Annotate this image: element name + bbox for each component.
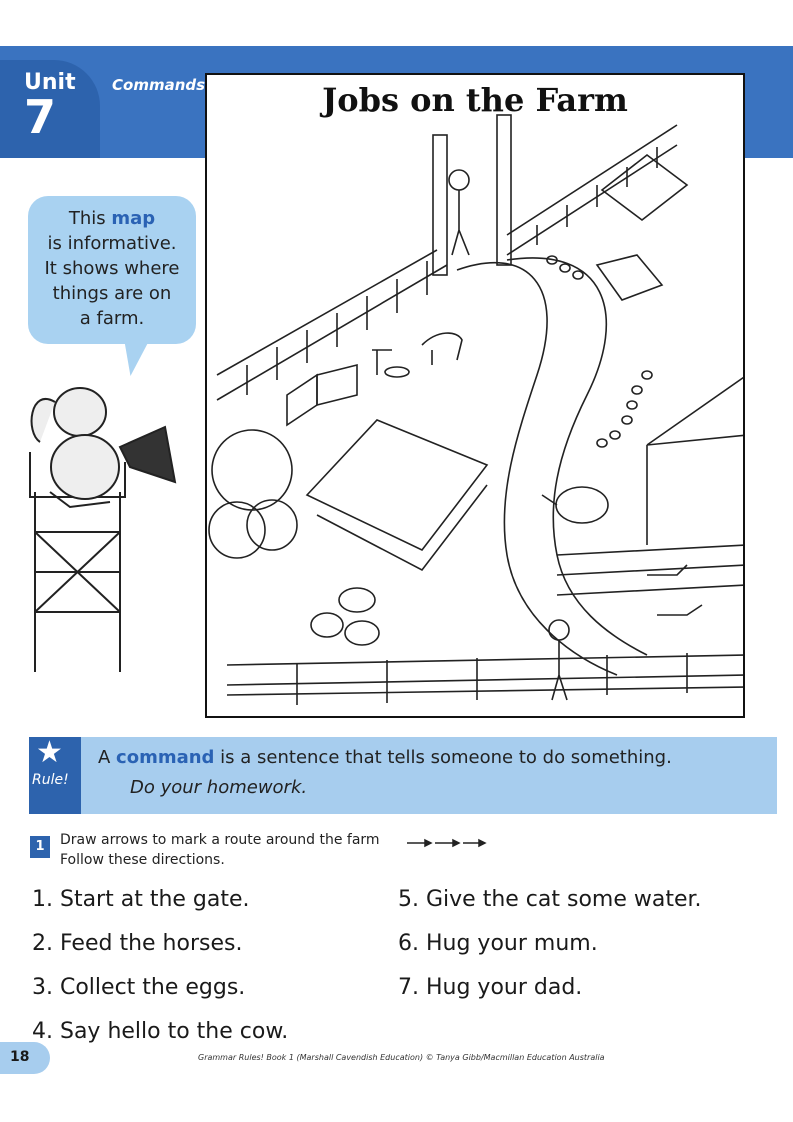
list-item: 2. Feed the horses. <box>32 931 243 956</box>
rule-example: Do your homework. <box>130 777 308 798</box>
route-arrows-icon <box>407 838 487 848</box>
list-item: 1. Start at the gate. <box>32 887 250 912</box>
bubble-text-prefix: This <box>68 208 112 229</box>
speech-bubble: This map is informative. It shows where … <box>28 196 196 344</box>
rule-keyword: command <box>116 747 215 768</box>
rule-text-prefix: A <box>98 747 117 768</box>
unit-tab <box>0 60 100 158</box>
list-item: 7. Hug your dad. <box>398 975 583 1000</box>
rule-box <box>29 737 777 814</box>
speech-bubble-tail <box>116 336 152 376</box>
bubble-line-2: is informative. <box>47 233 177 254</box>
rule-tab <box>29 737 81 814</box>
rule-text-suffix: is a sentence that tells someone to do s… <box>214 747 672 768</box>
mascot-illustration <box>29 387 177 672</box>
page-number: 18 <box>10 1049 30 1065</box>
bubble-keyword: map <box>111 208 156 229</box>
exercise-number: 1 <box>30 836 50 858</box>
star-icon: ★ <box>36 735 63 770</box>
bubble-line-5: a farm. <box>79 308 145 329</box>
unit-number: 7 <box>24 90 57 144</box>
rule-definition: A command is a sentence that tells someo… <box>98 747 672 768</box>
list-item: 5. Give the cat some water. <box>398 887 702 912</box>
map-title: Jobs on the Farm <box>322 81 628 119</box>
list-item: 4. Say hello to the cow. <box>32 1019 289 1044</box>
section-title: Commands <box>112 76 206 94</box>
list-item: 6. Hug your mum. <box>398 931 598 956</box>
list-item: 3. Collect the eggs. <box>32 975 246 1000</box>
footer-credit: Grammar Rules! Book 1 (Marshall Cavendis… <box>198 1053 605 1062</box>
rule-label: Rule! <box>32 772 69 788</box>
unit-label: Unit <box>24 70 76 95</box>
exercise-instruction-2: Follow these directions. <box>60 852 225 868</box>
farm-map-illustration <box>208 114 743 705</box>
bubble-line-3: It shows where <box>44 258 180 279</box>
farm-map: Jobs on the Farm <box>205 73 745 718</box>
page-number-tab <box>0 1042 50 1074</box>
bubble-line-4: things are on <box>52 283 172 304</box>
exercise-instruction-1: Draw arrows to mark a route around the f… <box>60 832 380 848</box>
